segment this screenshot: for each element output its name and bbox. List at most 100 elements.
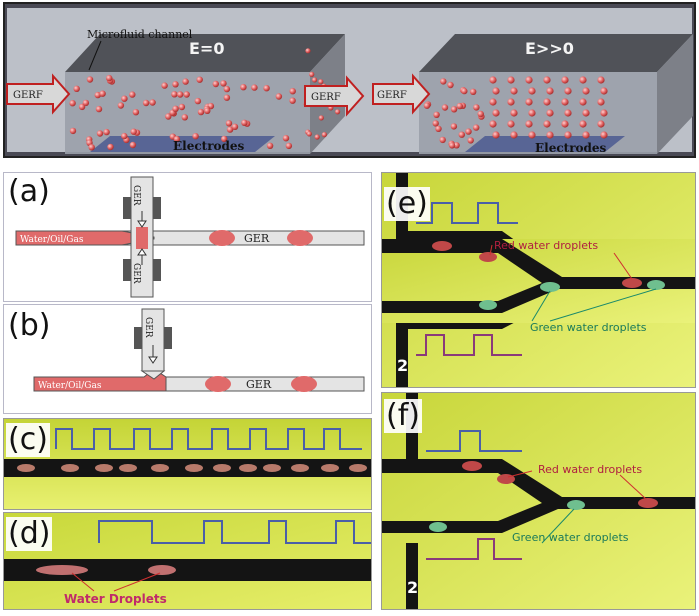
top-schematic: GERF GERF GERF Microfluid channel E=0 E>… [6, 8, 693, 155]
green-droplet [567, 500, 585, 510]
particle [465, 128, 472, 135]
particle [600, 87, 608, 95]
green-droplet [647, 280, 665, 290]
droplet [287, 230, 313, 246]
particle [600, 109, 608, 117]
particle [223, 94, 231, 101]
particle [450, 123, 458, 130]
top-schematic-panel: GERF GERF GERF Microfluid channel E=0 E>… [3, 2, 696, 158]
particle [173, 135, 181, 143]
particle [204, 107, 211, 115]
panel-a: GER GER Water/Oil/Gas GER (a) [3, 172, 372, 302]
droplet [263, 464, 281, 472]
particle [289, 97, 296, 104]
particle [473, 104, 480, 111]
panel-c-image [4, 419, 371, 509]
panel-label: (e) [384, 186, 430, 221]
panel-f: Red water droplets Green water droplets … [381, 392, 696, 610]
particle [73, 85, 80, 93]
inlet-right-label: GERF [377, 90, 407, 101]
particle [492, 109, 500, 117]
particle [181, 114, 188, 121]
droplet [148, 565, 176, 575]
particle [432, 120, 439, 127]
particle [477, 110, 484, 118]
panel-label: (b) [6, 308, 53, 343]
red-droplet [638, 498, 658, 508]
panel-label: (d) [6, 516, 53, 551]
green-droplets-label: Green water droplets [530, 321, 647, 334]
particle [546, 109, 554, 117]
droplet [185, 464, 203, 472]
particle [231, 123, 239, 130]
particle [433, 111, 440, 119]
panel-label: (f) [384, 398, 422, 433]
signal-trace-bottom [416, 334, 522, 356]
particle [423, 102, 431, 109]
particle [525, 120, 533, 128]
red-droplets-label: Red water droplets [538, 463, 642, 476]
panel-e: Red water droplets Green water droplets … [381, 172, 696, 388]
particle [192, 133, 199, 140]
particle [510, 87, 518, 95]
particle [597, 98, 605, 106]
droplet [119, 464, 137, 472]
panel-f-image: Red water droplets Green water droplets … [382, 393, 695, 609]
particle [473, 124, 480, 131]
particle [107, 143, 114, 151]
outlet-arrow-left [304, 75, 365, 117]
side-bottom-label: GER [131, 263, 141, 284]
signal-trace-top [426, 430, 522, 452]
particle [450, 106, 458, 113]
particle [564, 109, 572, 117]
red-droplet [462, 461, 482, 471]
particle [582, 131, 590, 139]
particle [335, 109, 341, 115]
particle [149, 99, 156, 106]
particle [129, 141, 137, 149]
signal-trace-top [416, 202, 518, 224]
particle [165, 113, 172, 120]
green-droplets-label: Green water droplets [512, 531, 629, 544]
fluid-in-label: Water/Oil/Gas [20, 235, 84, 245]
particle [507, 98, 515, 106]
particle [561, 76, 569, 84]
droplet [349, 464, 367, 472]
particle [183, 91, 190, 98]
particle [88, 144, 95, 151]
particle [178, 103, 186, 111]
particle [106, 74, 113, 82]
panel-b: GER Water/Oil/Gas GER (b) [3, 304, 372, 414]
particle [525, 98, 533, 106]
droplet [61, 464, 79, 472]
outlet-number: 2 [407, 578, 418, 597]
particle [99, 90, 106, 97]
particle [241, 119, 248, 127]
inlet-left-label: GERF [13, 90, 43, 101]
particle [197, 108, 205, 116]
particle [467, 137, 474, 144]
particle [510, 131, 518, 139]
signal-trace-bottom [426, 538, 522, 560]
particle [285, 142, 293, 150]
particle [600, 131, 608, 139]
particle [582, 109, 590, 117]
channel-label: Microfluid channel [87, 28, 193, 41]
particle [543, 76, 551, 84]
panel-d: Water Droplets (d) [3, 512, 372, 610]
particle [121, 95, 128, 102]
particle [528, 87, 536, 95]
particle [440, 78, 447, 85]
side-top-label: GER [131, 185, 141, 206]
droplet [291, 464, 309, 472]
particle [69, 127, 77, 135]
particle [96, 130, 104, 137]
particle [435, 125, 442, 132]
particle [142, 99, 150, 107]
particle [510, 109, 518, 117]
panel-a-diagram: GER GER Water/Oil/Gas GER [15, 176, 365, 298]
particle [182, 78, 189, 85]
particle [439, 136, 446, 144]
droplet [239, 464, 257, 472]
particle [103, 128, 110, 136]
